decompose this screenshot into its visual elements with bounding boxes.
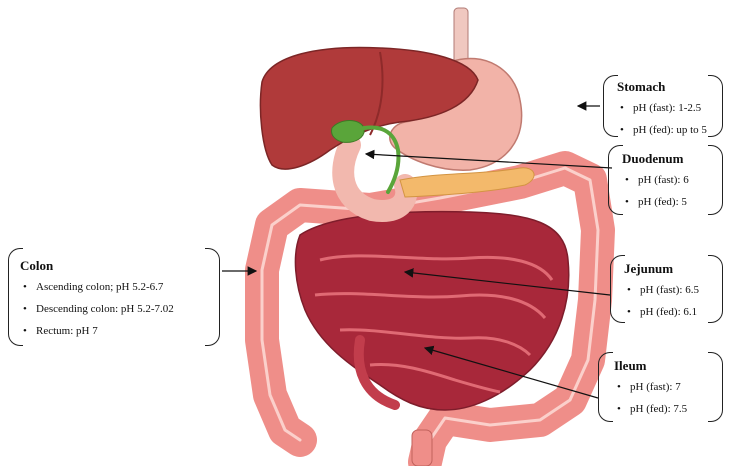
colon-label: Colon Ascending colon; pH 5.2-6.7 Descen… bbox=[8, 248, 220, 346]
gallbladder bbox=[332, 121, 365, 143]
ascending-colon-ph: Ascending colon; pH 5.2-6.7 bbox=[32, 280, 220, 295]
stomach-fed-ph: pH (fed): up to 5 bbox=[629, 123, 723, 138]
descending-colon-ph: Descending colon: pH 5.2-7.02 bbox=[32, 302, 220, 317]
bile-duct bbox=[364, 127, 398, 192]
stomach-fast-ph: pH (fast): 1-2.5 bbox=[629, 101, 723, 116]
ileum-label: Ileum pH (fast): 7 pH (fed): 7.5 bbox=[598, 352, 723, 422]
jejunum-label: Jejunum pH (fast): 6.5 pH (fed): 6.1 bbox=[610, 255, 723, 323]
duodenum-fast-ph: pH (fast): 6 bbox=[634, 173, 723, 188]
ileum-fast-ph: pH (fast): 7 bbox=[626, 380, 723, 395]
jejunum-fast-ph: pH (fast): 6.5 bbox=[636, 283, 723, 298]
ileum-title: Ileum bbox=[614, 358, 723, 374]
colon-title: Colon bbox=[20, 258, 220, 274]
ileum-fed-ph: pH (fed): 7.5 bbox=[626, 402, 723, 417]
duodenum-label: Duodenum pH (fast): 6 pH (fed): 5 bbox=[608, 145, 723, 215]
rectum-ph: Rectum: pH 7 bbox=[32, 324, 220, 339]
duodenum-fed-ph: pH (fed): 5 bbox=[634, 195, 723, 210]
jejunum-fed-ph: pH (fed): 6.1 bbox=[636, 305, 723, 320]
small-intestine bbox=[295, 212, 568, 410]
rectum bbox=[412, 430, 432, 466]
stomach-label: Stomach pH (fast): 1-2.5 pH (fed): up to… bbox=[603, 75, 723, 137]
